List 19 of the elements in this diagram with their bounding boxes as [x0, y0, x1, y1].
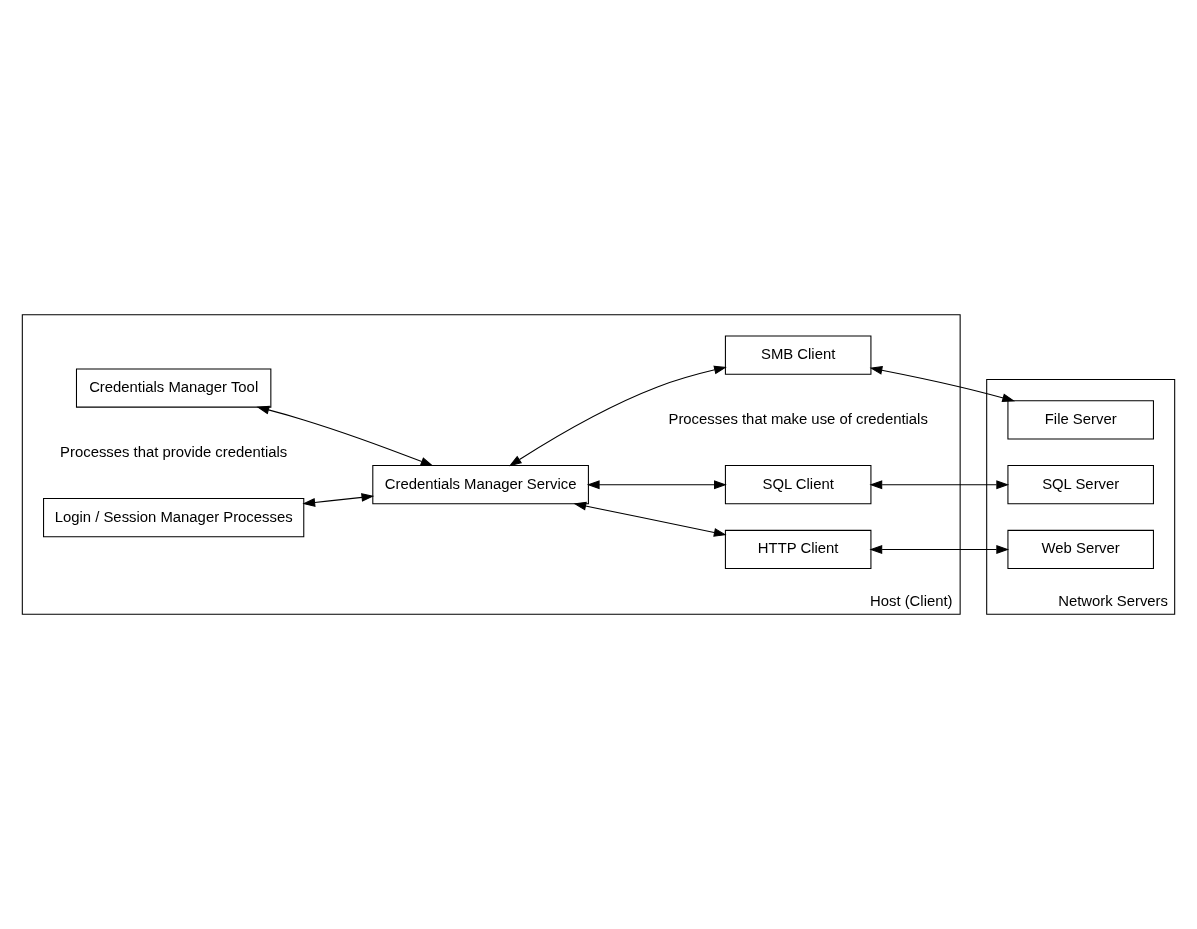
arrow — [573, 501, 727, 537]
node-box: SQL Server — [1007, 465, 1154, 505]
node-box: HTTP Client — [724, 529, 872, 570]
node-box: Web Server — [1007, 529, 1154, 570]
arrow — [302, 493, 375, 507]
arrow — [256, 405, 434, 467]
arrow — [586, 480, 727, 490]
arrow — [869, 545, 1010, 554]
node-box: File Server — [1007, 400, 1154, 440]
arrow — [508, 365, 727, 467]
arrow — [869, 480, 1010, 490]
label: Processes that provide credentials — [60, 443, 288, 460]
arrow — [869, 365, 1016, 403]
label: Processes that make use of credentials — [668, 410, 928, 427]
node-box: Credentials Manager Tool — [75, 368, 272, 408]
node-box: Login / Session Manager Processes — [43, 497, 305, 538]
node-box: SQL Client — [724, 465, 872, 505]
node-box: Credentials Manager Service — [372, 465, 589, 505]
node-box: SMB Client — [724, 335, 872, 375]
